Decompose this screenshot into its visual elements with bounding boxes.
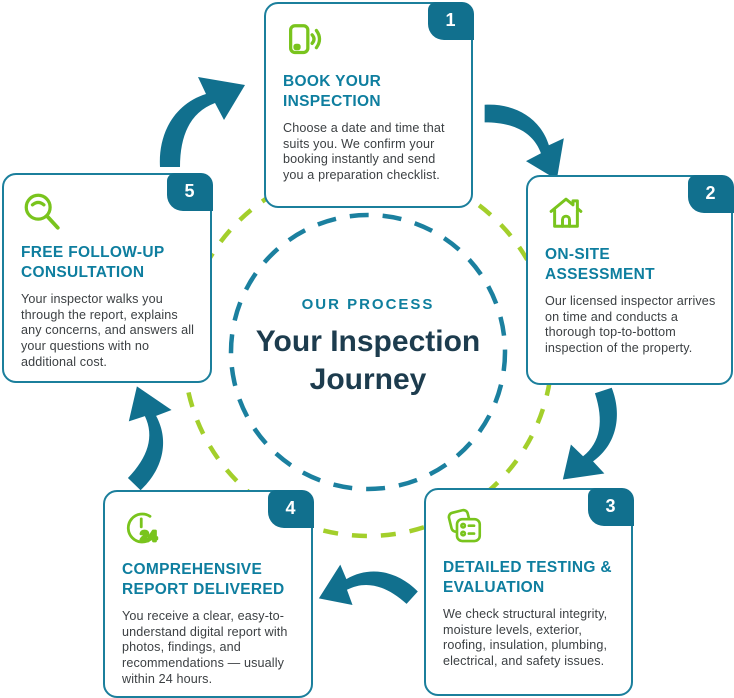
step-3-description: We check structural integrity, moisture … xyxy=(443,607,608,669)
step-5-number-badge: 5 xyxy=(166,172,213,211)
step-5-title: FREE FOLLOW-UP CONSULTATION xyxy=(21,244,165,282)
step-card-4: 4 24 COMPREHENSIVE REPORT DELIVERED You … xyxy=(103,489,314,698)
arrow-step4-to-step5 xyxy=(127,386,172,491)
step-1-title: BOOK YOUR INSPECTION xyxy=(283,73,382,111)
house-icon xyxy=(549,197,583,228)
clock-24-icon: 24 xyxy=(126,512,159,546)
arrow-step5-to-step1 xyxy=(159,77,245,167)
step-2-number-badge: 2 xyxy=(687,174,734,213)
step-card-3: 3 DETAILED TESTING & EVALUATION We check… xyxy=(424,487,634,696)
step-card-1: 1 BOOK YOUR INSPECTION Choose a date and… xyxy=(264,1,474,208)
step-2-description: Our licensed inspector arrives on time a… xyxy=(545,294,716,356)
step-5-description: Your inspector walks you through the rep… xyxy=(21,292,195,369)
process-title-line2: Journey xyxy=(309,363,427,397)
step-card-5: 5 FREE FOLLOW-UP CONSULTATION Your inspe… xyxy=(2,172,213,383)
step-card-2: 2 ON-SITE ASSESSMENT Our licensed inspec… xyxy=(526,174,734,385)
process-kicker: OUR PROCESS xyxy=(301,296,435,313)
magnifier-icon xyxy=(24,193,60,230)
arrow-step2-to-step3 xyxy=(562,387,617,480)
arrow-step1-to-step2 xyxy=(484,104,564,180)
svg-text:24: 24 xyxy=(140,529,157,545)
process-center-label: OUR PROCESS Your Inspection Journey xyxy=(238,296,498,400)
step-3-title: DETAILED TESTING & EVALUATION xyxy=(443,559,612,597)
phone-ring-icon xyxy=(289,24,322,55)
step-1-description: Choose a date and time that suits you. W… xyxy=(283,121,445,183)
step-2-title: ON-SITE ASSESSMENT xyxy=(545,246,655,284)
step-1-number-badge: 1 xyxy=(427,1,474,40)
step-4-title: COMPREHENSIVE REPORT DELIVERED xyxy=(122,561,285,599)
inner-teal-dashed-circle xyxy=(228,212,508,492)
step-4-number-badge: 4 xyxy=(267,489,314,528)
arrow-step3-to-step4 xyxy=(318,564,418,605)
checklist-cards-icon xyxy=(447,508,482,543)
step-4-description: You receive a clear, easy-to-understand … xyxy=(122,609,288,686)
step-3-number-badge: 3 xyxy=(587,487,634,526)
process-title-line1: Your Inspection xyxy=(255,325,481,358)
